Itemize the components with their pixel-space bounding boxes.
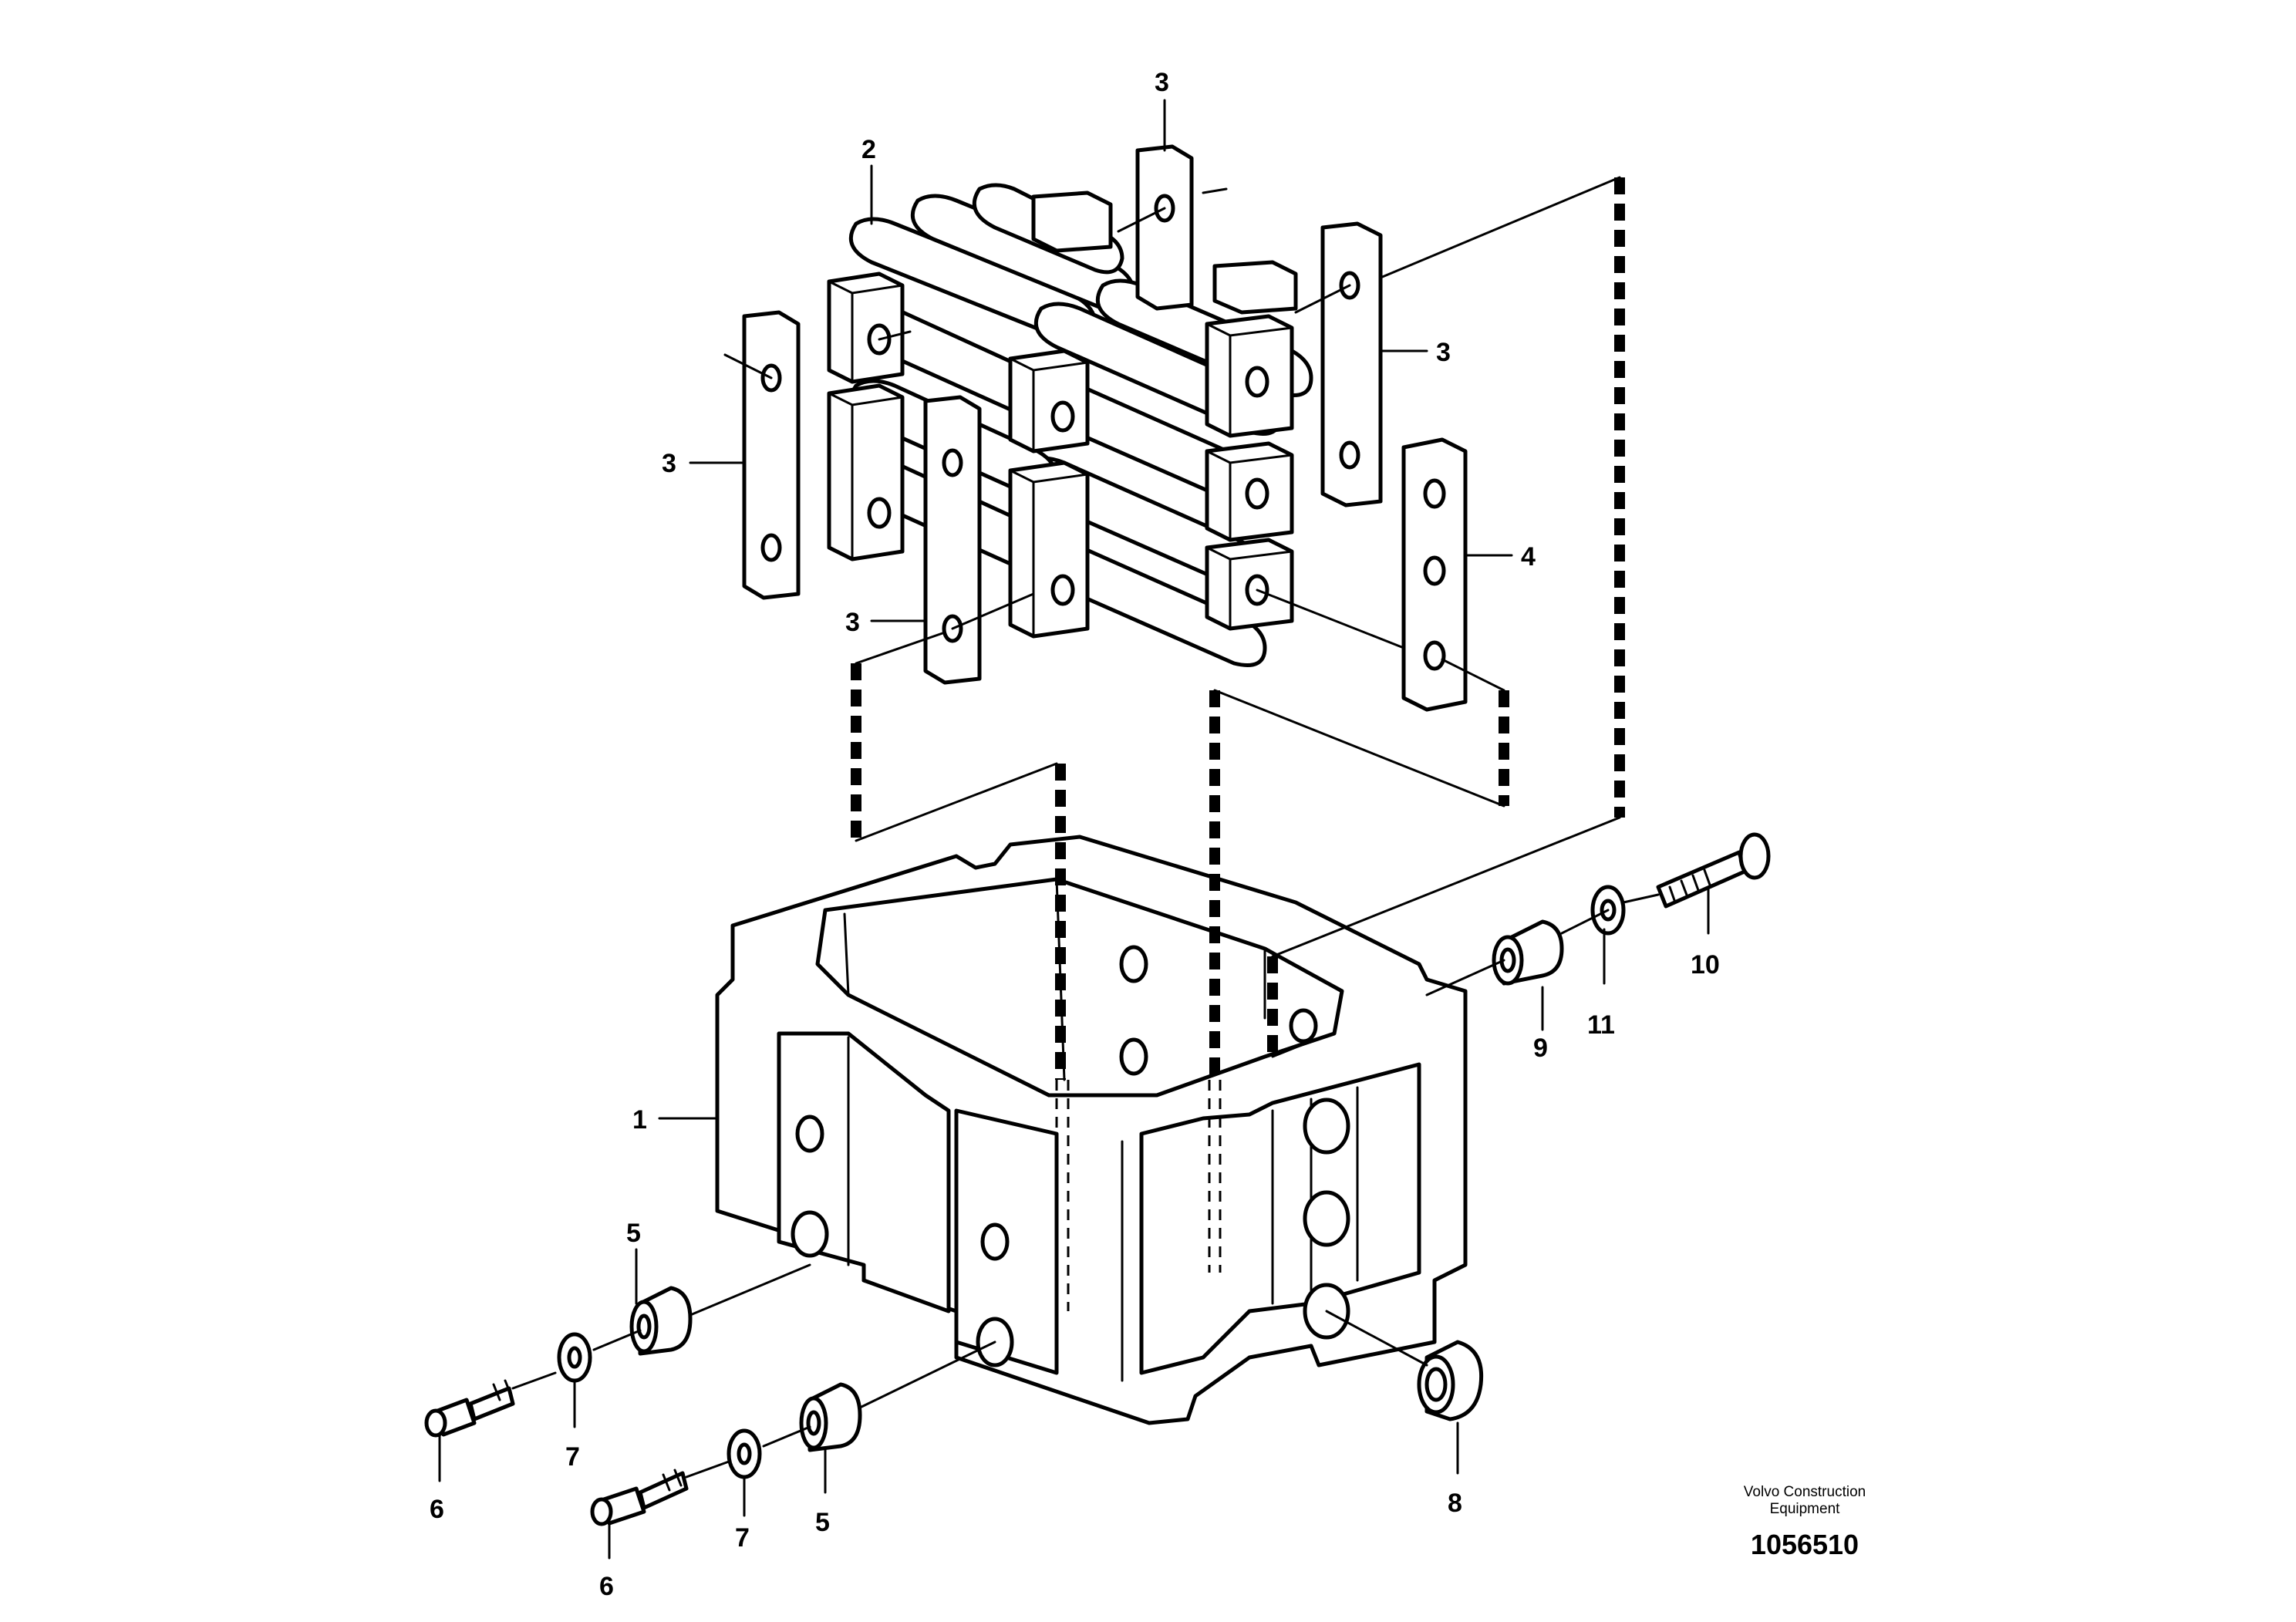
callout-2: 2 bbox=[861, 135, 876, 164]
leader-lines bbox=[438, 99, 1710, 1560]
credit-line-1: Volvo Construction bbox=[1744, 1484, 1866, 1500]
washer-part-11 bbox=[1560, 885, 1626, 936]
assembly-guide-lines bbox=[851, 176, 1625, 1311]
bolt-part-10 bbox=[1622, 832, 1771, 909]
plate-part-3-top bbox=[1117, 144, 1228, 311]
callout-11: 11 bbox=[1587, 1010, 1615, 1040]
callout-9: 9 bbox=[1533, 1034, 1548, 1063]
callout-7-lower: 7 bbox=[735, 1523, 750, 1553]
callout-5-lower: 5 bbox=[815, 1508, 830, 1537]
callout-4: 4 bbox=[1521, 542, 1536, 572]
washer-part-7-lower bbox=[727, 1425, 811, 1479]
bushing-part-5-lower bbox=[799, 1340, 996, 1452]
credit-line-2: Equipment bbox=[1770, 1501, 1841, 1517]
callout-6-upper: 6 bbox=[430, 1495, 444, 1524]
plate-part-3-front bbox=[923, 395, 1035, 685]
plug-part-8 bbox=[1325, 1310, 1484, 1421]
bushing-part-5-upper bbox=[629, 1263, 811, 1356]
plate-part-3-left bbox=[723, 310, 912, 600]
callout-3-front: 3 bbox=[845, 608, 860, 637]
callout-3-right: 3 bbox=[1436, 338, 1451, 367]
heater-core-part-2 bbox=[827, 183, 1313, 667]
bolt-part-6-lower bbox=[590, 1460, 730, 1526]
callout-1: 1 bbox=[632, 1105, 647, 1135]
callout-3-left: 3 bbox=[662, 449, 676, 478]
washer-part-7-upper bbox=[557, 1329, 642, 1383]
housing-part-1 bbox=[715, 835, 1468, 1425]
plate-part-4 bbox=[1256, 437, 1468, 712]
bushing-part-9 bbox=[1425, 919, 1564, 996]
callout-7-upper: 7 bbox=[565, 1442, 580, 1472]
callout-5-upper: 5 bbox=[626, 1219, 641, 1248]
callout-6-lower: 6 bbox=[599, 1572, 614, 1601]
bolt-part-6-upper bbox=[424, 1371, 557, 1438]
callout-3-top: 3 bbox=[1155, 68, 1169, 97]
plate-part-3-right bbox=[1294, 221, 1383, 508]
callout-10: 10 bbox=[1691, 950, 1720, 980]
callout-8: 8 bbox=[1448, 1489, 1462, 1518]
drawing-number: 1056510 bbox=[1751, 1529, 1859, 1560]
